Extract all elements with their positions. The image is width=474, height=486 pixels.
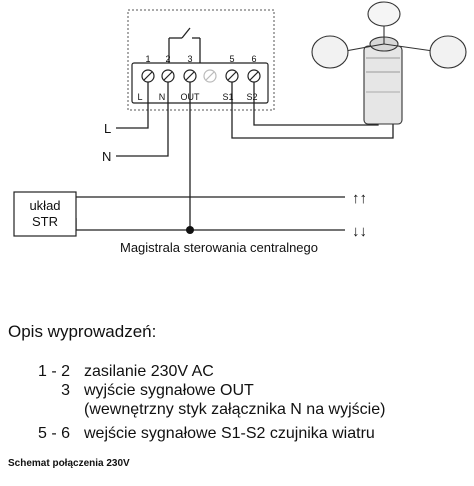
description-row-4: 5 - 6 wejście sygnałowe S1-S2 czujnika wi… — [8, 424, 375, 444]
description-row-2: 3 wyjście sygnałowe OUT — [8, 381, 254, 401]
arrow-up-symbol: ↑↑ — [352, 190, 367, 207]
description-text: (wewnętrzny styk załącznika N na wyjście… — [84, 401, 386, 418]
terminal-number-6: 6 — [251, 54, 256, 64]
terminal-screws — [141, 69, 261, 83]
terminal-screw-6 — [247, 69, 261, 83]
wires — [75, 82, 394, 231]
terminal-label-l: L — [137, 92, 142, 102]
terminal-label-s2: S2 — [246, 92, 257, 102]
wire-l — [116, 82, 149, 129]
terminal-screw-1 — [141, 69, 155, 83]
terminal-screw-2 — [161, 69, 175, 83]
terminal-number-3: 3 — [187, 54, 192, 64]
terminal-screw-4 — [203, 69, 217, 83]
str-box-line2: STR — [32, 214, 58, 229]
terminal-label-n: N — [159, 92, 166, 102]
arrow-down-symbol: ↓↓ — [352, 223, 367, 240]
device-housing — [127, 9, 275, 111]
wire-n — [116, 82, 169, 157]
diagram-caption: Schemat połączenia 230V — [8, 458, 130, 469]
line-l-label: L — [104, 121, 111, 136]
terminal-number-1: 1 — [145, 54, 150, 64]
wire-s2 — [253, 82, 379, 126]
line-n-label: N — [102, 149, 111, 164]
str-box-line1: układ — [29, 198, 60, 213]
description-text: wyjście sygnałowe OUT — [84, 382, 254, 399]
lower-bus-line — [75, 218, 345, 231]
description-text: zasilanie 230V AC — [84, 363, 214, 380]
description-pins: 5 - 6 — [37, 425, 70, 442]
anemometer-icon — [311, 1, 467, 125]
wire-s1 — [231, 82, 394, 139]
description-row-1: 1 - 2 zasilanie 230V AC — [8, 362, 214, 382]
description-text: wejście sygnałowe S1-S2 czujnika wiatru — [84, 425, 375, 442]
description-row-3: (wewnętrzny styk załącznika N na wyjście… — [8, 400, 385, 420]
wiring-diagram: 1 2 3 5 6 L N OUT S1 S2 L N układ STR ↑↑… — [13, 1, 467, 255]
bus-junction-dot — [186, 226, 194, 234]
str-box — [13, 191, 77, 237]
terminal-screw-5 — [225, 69, 239, 83]
bus-label: Magistrala sterowania centralnego — [120, 240, 318, 255]
description-pins: 3 — [61, 382, 70, 399]
description-pins: 1 - 2 — [37, 363, 70, 380]
description-title: Opis wyprowadzeń: — [8, 322, 157, 341]
terminal-number-2: 2 — [165, 54, 170, 64]
terminal-label-s1: S1 — [222, 92, 233, 102]
terminal-screw-3 — [183, 69, 197, 83]
terminal-number-5: 5 — [229, 54, 234, 64]
internal-relay-contact — [168, 27, 201, 66]
